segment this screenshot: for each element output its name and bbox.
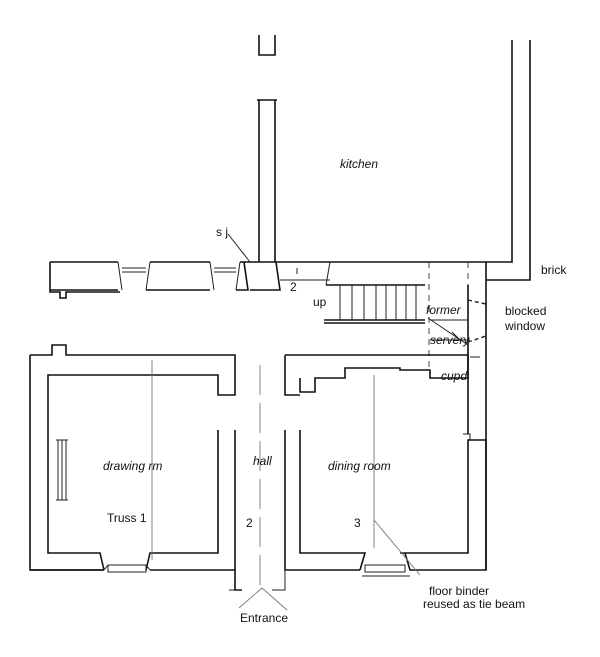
label-blocked: blocked [505, 304, 547, 318]
label-truss-2-upper: 2 [290, 280, 297, 294]
hall [229, 365, 288, 611]
dining-room-walls [284, 354, 487, 577]
label-former: former [426, 303, 461, 317]
label-cupd: cupd [441, 369, 468, 383]
label-entrance: Entrance [240, 611, 289, 625]
kitchen-walls [257, 40, 531, 281]
spine-wall [49, 233, 486, 299]
label-tie-beam: reused as tie beam [423, 597, 526, 611]
label-truss-3: 3 [354, 516, 361, 530]
chimney-stack [258, 35, 276, 56]
label-floor-binder: floor binder [429, 584, 490, 598]
label-truss-1: Truss 1 [107, 511, 147, 525]
label-brick: brick [541, 263, 567, 277]
label-kitchen: kitchen [340, 157, 379, 171]
label-straight-joint: s j [216, 225, 228, 239]
drawing-room-walls [29, 344, 242, 591]
label-dining-room: dining room [328, 459, 391, 473]
label-up: up [313, 295, 327, 309]
label-truss-2: 2 [246, 516, 253, 530]
label-servery: servery [430, 333, 470, 347]
label-hall: hall [253, 454, 272, 468]
label-drawing-room: drawing rm [103, 459, 163, 473]
label-window: window [505, 319, 546, 333]
